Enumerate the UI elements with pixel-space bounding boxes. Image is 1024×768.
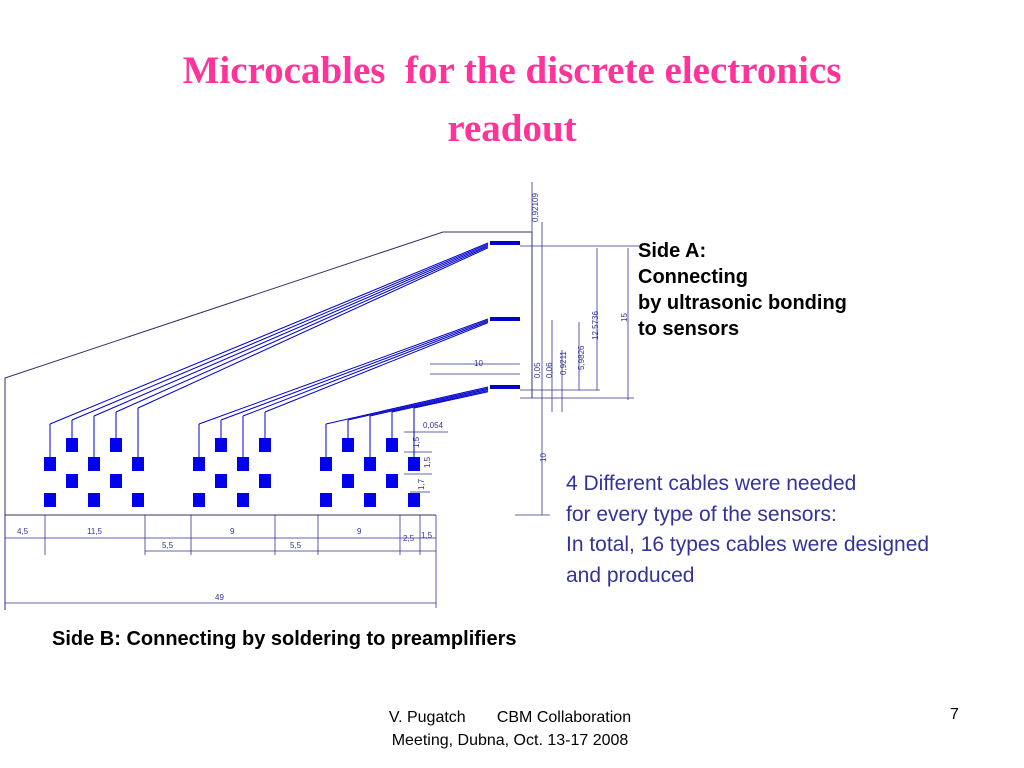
dim-label-0-06: 0,06 — [545, 362, 554, 378]
solder-pad — [88, 493, 100, 507]
dim-label-5-5-a: 5,5 — [162, 541, 174, 550]
solder-pad — [215, 438, 227, 452]
solder-pad — [408, 493, 420, 507]
solder-pad — [320, 457, 332, 471]
trace-line — [137, 247, 489, 409]
dim-label-9-b: 9 — [357, 527, 362, 536]
solder-pad — [44, 457, 56, 471]
dim-label-1-5-a: 1,5 — [412, 436, 421, 448]
dim-label-0-054: 0,054 — [423, 421, 444, 430]
trace-line — [71, 243, 489, 421]
note-line-4: and produced — [566, 563, 695, 587]
trace-line — [220, 319, 489, 421]
dim-label-15: 15 — [620, 313, 629, 322]
trace-line — [347, 387, 489, 421]
solder-pad — [364, 493, 376, 507]
trace-line — [325, 386, 489, 425]
trace-line — [115, 246, 489, 413]
side-a-line-3: by ultrasonic bonding — [638, 292, 847, 314]
solder-pad — [193, 457, 205, 471]
solder-pad — [193, 493, 205, 507]
cable-outline — [4, 231, 533, 610]
side-a-line-1: Side A: — [638, 240, 707, 262]
dim-label-10-right: 10 — [539, 453, 548, 462]
slide-title: Microcables for the discrete electronics… — [0, 42, 1024, 158]
dimension-labels: 0,92109 15 12,5736 5,9826 0,9211 0,06 0,… — [17, 193, 629, 602]
dim-label-1-5-c: 1,5 — [421, 531, 433, 540]
solder-pad — [66, 438, 78, 452]
dim-label-0-92109: 0,92109 — [531, 193, 540, 222]
page-number: 7 — [950, 706, 959, 723]
trace-line — [369, 388, 489, 417]
dim-label-5-5-b: 5,5 — [290, 541, 302, 550]
microcable-drawing: 0,92109 15 12,5736 5,9826 0,9211 0,06 0,… — [4, 182, 640, 610]
trace-line — [242, 320, 489, 417]
dim-label-12-5736: 12,5736 — [591, 311, 600, 340]
solder-pad — [364, 457, 376, 471]
note-line-2: for every type of the sensors: — [566, 502, 837, 526]
trace-line — [49, 242, 489, 425]
solder-pad — [110, 438, 122, 452]
trace-line — [264, 322, 489, 413]
solder-pad — [408, 457, 420, 471]
solder-pad — [44, 493, 56, 507]
solder-pad — [342, 438, 354, 452]
solder-pad — [259, 474, 271, 488]
solder-pad — [110, 474, 122, 488]
dim-label-5-9826: 5,9826 — [577, 345, 586, 370]
note-line-3: In total, 16 types cables were designed — [566, 533, 930, 556]
dim-label-2-5: 2,5 — [403, 534, 415, 543]
trace-line — [413, 391, 489, 409]
trace-line — [93, 244, 489, 417]
note-line-1: 4 Different cables were needed — [566, 472, 857, 495]
side-a-line-4: to sensors — [638, 318, 740, 340]
dim-label-4-5: 4,5 — [17, 527, 29, 536]
solder-pad — [237, 457, 249, 471]
solder-pads — [44, 438, 420, 507]
trace-line — [198, 318, 489, 425]
outline-top-edge — [4, 231, 532, 610]
dim-label-1-7: 1,7 — [417, 478, 426, 490]
solder-pad — [320, 493, 332, 507]
cable-traces — [49, 241, 520, 464]
solder-pad — [132, 493, 144, 507]
solder-pad — [259, 438, 271, 452]
side-b-label: Side B: Connecting by soldering to pream… — [52, 628, 517, 650]
dim-label-49: 49 — [215, 593, 224, 602]
solder-pad — [386, 438, 398, 452]
dim-label-9-a: 9 — [230, 527, 235, 536]
footer: V. Pugatch CBM Collaboration Meeting, Du… — [340, 706, 680, 752]
cable-types-note: 4 Different cables were needed for every… — [566, 469, 929, 591]
solder-pad — [215, 474, 227, 488]
footer-line-1: V. Pugatch CBM Collaboration — [388, 709, 632, 726]
solder-pad — [342, 474, 354, 488]
side-a-label: Side A: Connecting by ultrasonic bonding… — [638, 238, 847, 342]
solder-pad — [386, 474, 398, 488]
solder-pad — [132, 457, 144, 471]
dimension-lines — [4, 182, 640, 608]
footer-line-2: Meeting, Dubna, Oct. 13-17 2008 — [391, 732, 629, 749]
dim-label-10-top: 10 — [474, 359, 483, 368]
dim-label-0-9211: 0,9211 — [559, 351, 568, 375]
side-a-line-2: Connecting — [638, 266, 748, 288]
dim-label-1-5-b: 1,5 — [423, 456, 432, 468]
solder-pad — [66, 474, 78, 488]
trace-line — [391, 390, 489, 413]
solder-pad — [237, 493, 249, 507]
dim-label-11-5: 11,5 — [87, 527, 103, 536]
solder-pad — [88, 457, 100, 471]
dim-label-0-05: 0,05 — [533, 362, 542, 378]
title-line-1: Microcables for the discrete electronics — [182, 49, 842, 92]
title-line-2: readout — [447, 107, 577, 150]
